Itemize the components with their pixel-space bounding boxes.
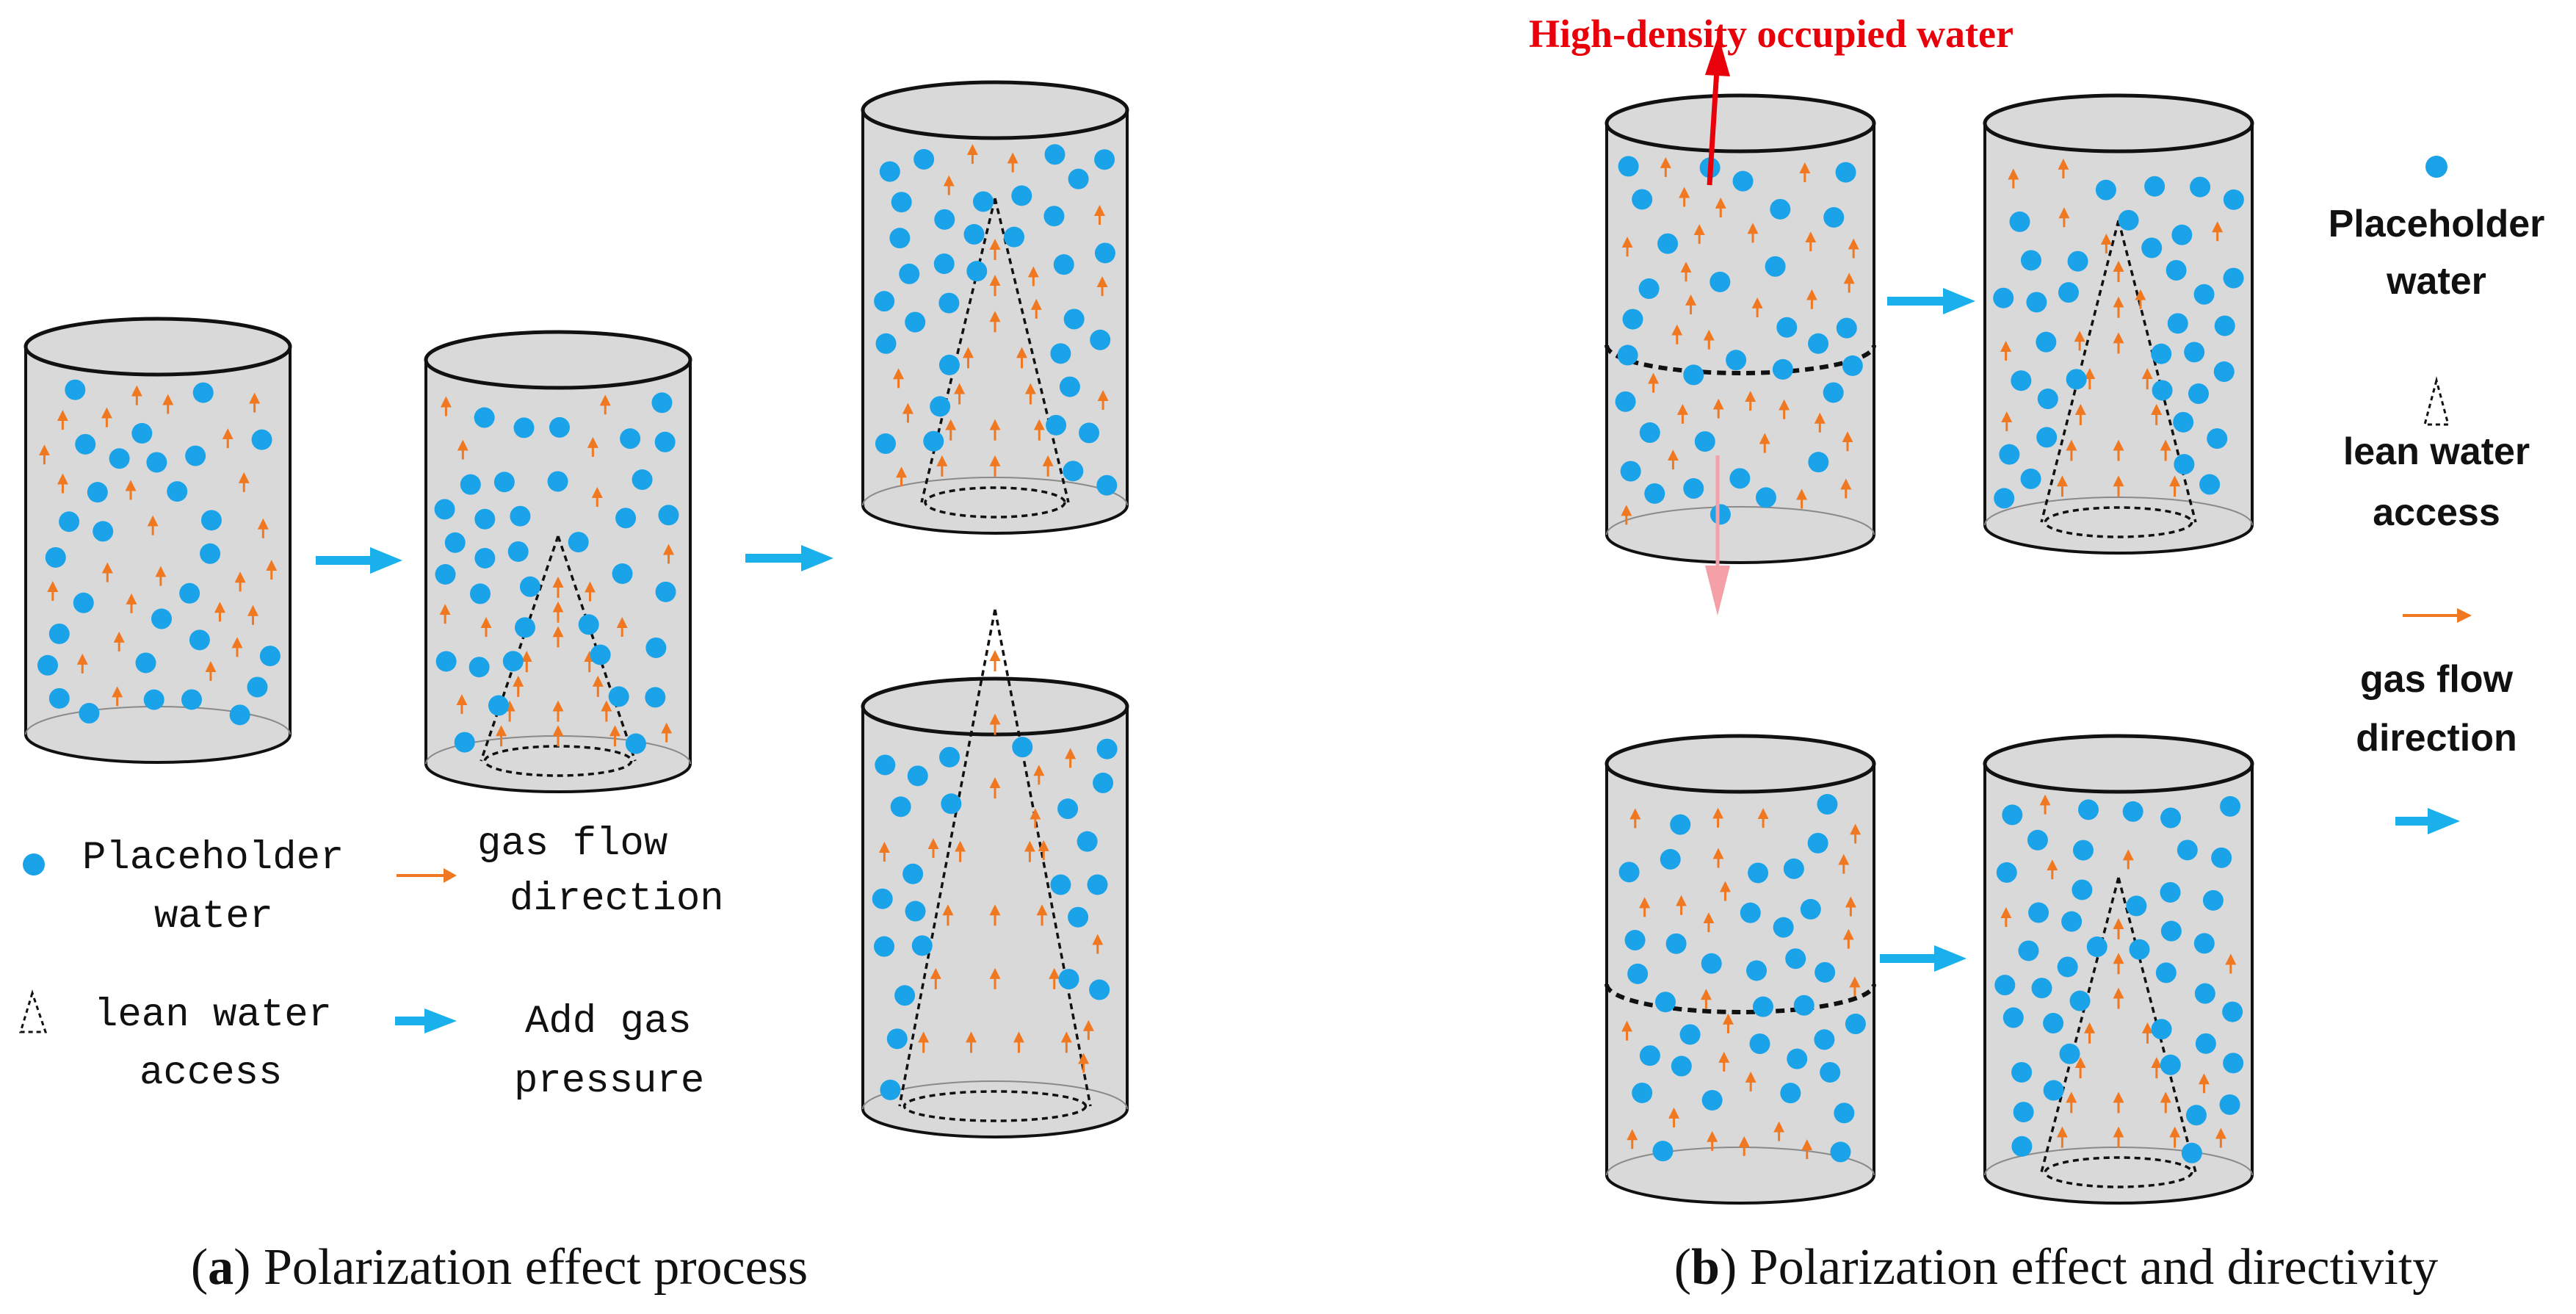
cone-legend-icon-b (2423, 376, 2450, 426)
cylinder-b3 (1604, 734, 1876, 1205)
legend-b-water-label-line2: water (2386, 260, 2486, 303)
legend-lean-label-line2: access (140, 1051, 282, 1096)
legend-b-lean-label-line1: lean water (2343, 430, 2530, 473)
legend-lean-label-line1: lean water (94, 993, 332, 1038)
cylinder-a2 (424, 330, 692, 793)
legend-b-water-label-line1: Placeholder (2329, 203, 2545, 245)
legend-b-lean-label-line2: access (2373, 491, 2500, 534)
caption-b: (b) Polarization effect and directivity (1674, 1239, 2439, 1296)
high-density-label: High-density occupied water (1529, 12, 2014, 56)
caption-a: (a) Polarization effect process (191, 1239, 808, 1296)
cone-legend-icon (18, 989, 48, 1033)
gas-flow-legend-icon-b (2403, 608, 2472, 623)
legend-gas-label-line1: gas flow (477, 822, 667, 867)
legend-pressure-label-line1: Add gas (525, 1000, 692, 1044)
legend-water-label-line1: Placeholder (82, 836, 344, 881)
cylinder-a3 (861, 80, 1129, 535)
cylinders-layer (23, 80, 2254, 1205)
water-dot-legend-icon-b (2425, 156, 2447, 178)
process-arrow-3 (1887, 288, 1975, 314)
cylinder-b1 (1604, 93, 1876, 564)
process-arrow-1 (316, 547, 402, 574)
cylinder-a1 (23, 317, 292, 764)
panel-b-legend: Placeholder water lean water access gas … (2329, 156, 2545, 834)
legend-b-gas-label-line2: direction (2356, 717, 2517, 759)
gas-flow-legend-icon (397, 868, 457, 883)
high-density-annotation: High-density occupied water (1529, 12, 2014, 616)
panel-a-legend: Placeholder water gas flow direction lea… (18, 822, 724, 1104)
cylinder-b4 (1983, 734, 2254, 1205)
add-pressure-legend-icon (395, 1008, 457, 1033)
legend-pressure-label-line2: pressure (514, 1059, 704, 1104)
process-arrows-layer (316, 288, 1975, 972)
water-dot-legend-icon (23, 853, 45, 876)
legend-b-gas-label-line1: gas flow (2360, 658, 2514, 701)
legend-water-label-line2: water (154, 895, 273, 939)
legend-gas-label-line2: direction (510, 877, 724, 922)
cylinder-b2 (1983, 93, 2254, 555)
cylinder-a4 (861, 609, 1129, 1138)
process-arrow-4 (1880, 945, 1967, 972)
process-arrow-2 (745, 545, 833, 571)
add-pressure-legend-icon-b (2395, 808, 2460, 834)
